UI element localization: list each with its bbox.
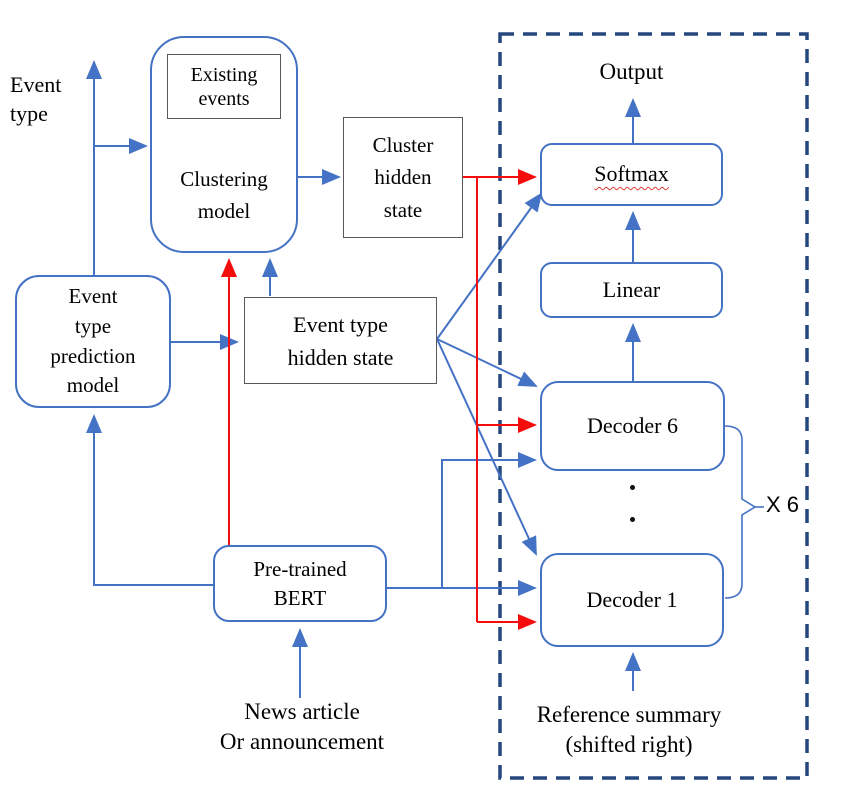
brace-curve — [724, 425, 757, 599]
x6-brace — [724, 425, 764, 599]
linear-label: Linear — [602, 276, 661, 302]
pretrained-bert-box: Pre-trained BERT — [213, 545, 387, 622]
event-type-prediction-model-box: Event type prediction model — [15, 275, 171, 408]
news-article-label: News article Or announcement — [219, 699, 385, 755]
cluster-hidden-state-box: Cluster hidden state — [343, 117, 463, 238]
existing-events-label: Existing events — [190, 63, 258, 110]
decoder-1-label: Decoder 1 — [586, 586, 678, 612]
arrow-bert-to-decoder6 — [441, 452, 537, 588]
clustering-model-label: Clustering model — [180, 167, 268, 223]
decoder-ellipsis-dot — [630, 485, 635, 490]
event-type-prediction-model-label: Event type prediction model — [50, 283, 136, 398]
decoder-6-label: Decoder 6 — [586, 412, 678, 438]
arrow-bert-to-prediction — [86, 414, 213, 586]
x6-label: X 6 — [766, 492, 800, 517]
cluster-hidden-state-label: Cluster hidden state — [372, 132, 434, 222]
arrow-hidden-state-to-decoder1 — [436, 338, 537, 556]
event-type-hidden-state-label: Event type hidden state — [287, 311, 394, 370]
event-type-hidden-state-box: Event type hidden state — [244, 297, 437, 384]
decoder-1-box: Decoder 1 — [540, 553, 724, 647]
event-type-label: Event type — [10, 72, 62, 127]
pretrained-bert-label: Pre-trained BERT — [253, 557, 347, 610]
output-label: Output — [599, 59, 664, 84]
clustering-model-box: Existing events Clustering model — [150, 36, 298, 253]
decoder-ellipsis-dot — [630, 517, 635, 522]
softmax-label: Softmax — [594, 161, 669, 187]
decoder-ellipsis — [630, 485, 635, 522]
existing-events-box: Existing events — [167, 54, 281, 119]
reference-summary-label: Reference summary (shifted right) — [536, 702, 722, 758]
arrow-hidden-state-to-decoder6 — [436, 338, 538, 387]
decoder-6-box: Decoder 6 — [540, 381, 725, 471]
linear-box: Linear — [540, 262, 723, 318]
softmax-box: Softmax — [540, 143, 723, 206]
